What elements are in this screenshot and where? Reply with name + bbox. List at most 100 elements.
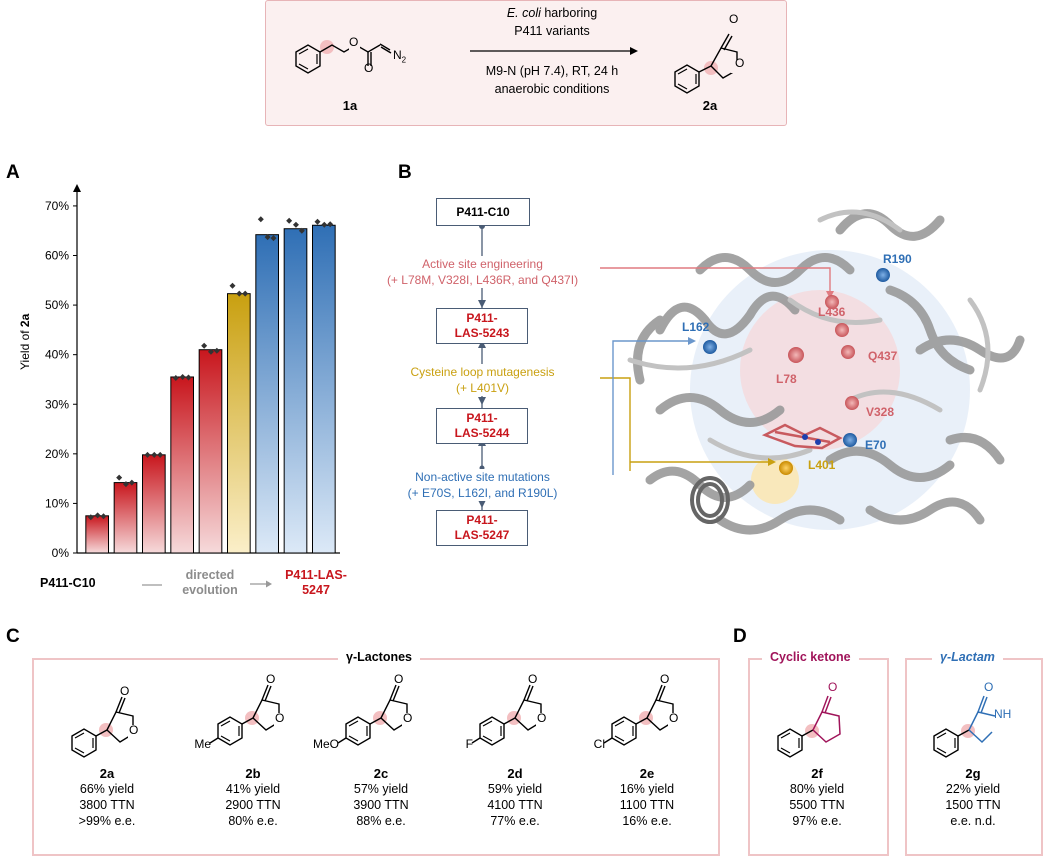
- l162-sphere: [703, 340, 717, 354]
- evolution-arrow: [250, 580, 272, 588]
- replicate-point: [87, 514, 94, 521]
- replicate-point: [286, 217, 293, 224]
- compound-2c-id: 2c: [373, 766, 389, 781]
- compound-2f-id: 2f: [811, 766, 823, 781]
- compound-2d-structure: [471, 684, 547, 746]
- replicate-point: [229, 282, 236, 289]
- compound-2e-id: 2e: [639, 766, 655, 781]
- replicate-point: [270, 235, 277, 242]
- compound-2b-substituent: Me: [194, 737, 211, 751]
- y-tick-label: 40%: [45, 348, 69, 362]
- compound-2a-structure: [71, 696, 139, 758]
- compound-2e-substituent: Cl: [593, 737, 605, 751]
- residue-spheres: [703, 268, 890, 475]
- compound-2c-ring-oxygen: O: [403, 711, 413, 725]
- compound-2g-structure: [933, 695, 996, 758]
- y-tick-label: 10%: [45, 496, 69, 510]
- panel-a-letter: A: [6, 162, 20, 183]
- compound-2c-yield: 57% yield: [353, 782, 409, 796]
- product-carbonyl-oxygen: O: [729, 12, 739, 26]
- ketone-oxygen: O: [828, 680, 838, 694]
- replicate-point: [292, 221, 299, 228]
- compound-2b-ee: 80% e.e.: [228, 814, 278, 828]
- compound-2d-ring-oxygen: O: [537, 711, 547, 725]
- compound-2e-ring-oxygen: O: [669, 711, 679, 725]
- replicate-point: [144, 451, 151, 458]
- compound-2c-substituent: MeO: [312, 737, 339, 751]
- bar-8: [283, 228, 308, 554]
- replicate-point: [185, 374, 192, 381]
- compound-2f-info: 2f 80% yield 5500 TTN 97% e.e.: [750, 766, 884, 829]
- replicate-point: [94, 512, 101, 519]
- step-non-active-site: Non-active site mutations(+ E70S, L162I,…: [370, 469, 595, 501]
- condition-line2: P411 variants: [514, 24, 590, 38]
- product-ring-oxygen: O: [735, 56, 745, 70]
- compound-2g-id: 2g: [965, 766, 981, 781]
- substrate-structure: [295, 37, 392, 74]
- compound-2b-carbonyl-oxygen: O: [266, 672, 276, 686]
- y-axis-arrow: [73, 184, 81, 192]
- condition-line3: M9-N (pH 7.4), RT, 24 h: [485, 64, 619, 78]
- replicate-point: [264, 234, 271, 241]
- y-tick-label: 30%: [45, 397, 69, 411]
- replicate-point: [327, 221, 334, 228]
- residue-label-l162: L162: [682, 320, 710, 334]
- residue-label-l78: L78: [776, 372, 797, 386]
- v328-sphere: [845, 396, 859, 410]
- replicate-point: [172, 374, 179, 381]
- compound-2d-ee: 77% e.e.: [490, 814, 540, 828]
- compound-2e-ttn: 1100 TTN: [619, 798, 675, 812]
- product-structure: [674, 33, 742, 94]
- y-tick-label: 20%: [45, 447, 69, 461]
- compound-2e-ee: 16% e.e.: [622, 814, 672, 828]
- l436-sphere: [825, 295, 839, 309]
- compound-2d-id: 2d: [507, 766, 523, 781]
- panel-c-letter: C: [6, 626, 20, 647]
- ketone-box-title: Cyclic ketone: [762, 650, 859, 664]
- reaction-arrow: [470, 47, 638, 55]
- bar-4: [170, 376, 194, 554]
- compound-2g-yield: 22% yield: [945, 782, 1001, 796]
- y-tick-label: 70%: [45, 199, 69, 213]
- bar-6: [227, 293, 251, 554]
- bar-2: [113, 482, 138, 554]
- compound-2c-ee: 88% e.e.: [356, 814, 406, 828]
- compound-2f-structure: [777, 695, 841, 758]
- step-cysteine-loop: Cysteine loop mutagenesis(+ L401V): [370, 364, 595, 396]
- l401-sphere: [779, 461, 793, 475]
- compound-2b-ring-oxygen: O: [275, 711, 285, 725]
- compound-2d-substituent: F: [465, 737, 473, 751]
- compound-2f-yield: 80% yield: [789, 782, 845, 796]
- residue-label-e70: E70: [865, 438, 887, 452]
- condition-line4: anaerobic conditions: [494, 82, 610, 96]
- q437b-sphere: [841, 345, 855, 359]
- compound-2a-ee: >99% e.e.: [78, 814, 136, 828]
- replicate-point: [201, 342, 208, 349]
- r190-sphere: [876, 268, 890, 282]
- replicate-point: [116, 474, 123, 481]
- diazo-label: N2: [393, 48, 407, 65]
- residue-label-v328: V328: [866, 405, 895, 419]
- bar-7: [255, 234, 279, 554]
- dash-line: [142, 584, 162, 586]
- compound-2b-structure: [209, 684, 285, 746]
- compound-2e-structure: [603, 684, 679, 746]
- residue-label-r190: R190: [883, 252, 912, 266]
- substrate-label: 1a: [342, 98, 358, 113]
- compound-2b-id: 2b: [245, 766, 261, 781]
- replicate-point: [257, 216, 264, 223]
- residue-label-l436: L436: [818, 305, 846, 319]
- replicate-point: [298, 227, 305, 234]
- ester-oxygen-label: O: [349, 35, 359, 49]
- compound-2e-yield: 16% yield: [619, 782, 675, 796]
- step-active-site: Active site engineering(+ L78M, V328I, L…: [370, 256, 595, 288]
- bar-5: [198, 349, 223, 554]
- compound-2f-ee: 97% e.e.: [792, 814, 842, 828]
- bar-9: [312, 224, 336, 554]
- carbonyl-oxygen-label: O: [364, 61, 374, 75]
- replicate-point: [236, 290, 243, 297]
- replicate-point: [314, 218, 321, 225]
- compound-2d-yield: 59% yield: [487, 782, 543, 796]
- compound-2a-id: 2a: [99, 766, 115, 781]
- lactam-oxygen: O: [984, 680, 994, 694]
